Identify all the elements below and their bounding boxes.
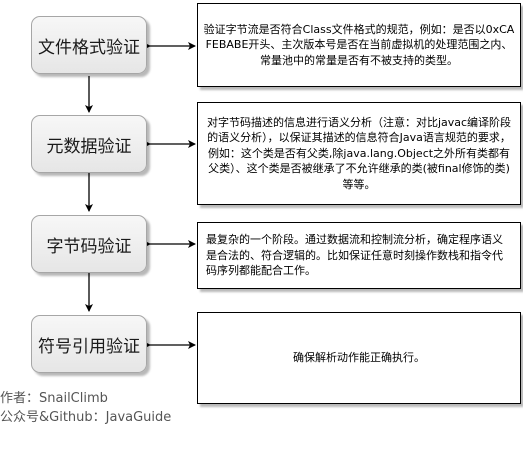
stage-box-bytecode: 字节码验证 (31, 215, 147, 273)
description-box-symbolic-reference: 确保解析动作能正确执行。 (197, 312, 521, 404)
description-box-metadata: 对字节码描述的信息进行语义分析（注意：对比javac编译阶段的语义分析），以保证… (197, 102, 521, 205)
stage-label: 文件格式验证 (38, 37, 140, 58)
stage-box-file-format: 文件格式验证 (31, 16, 147, 74)
description-text: 验证字节流是否符合Class文件格式的规范，例如：是否以0xCAFEBABE开头… (203, 22, 515, 67)
stage-box-symbolic-reference: 符号引用验证 (31, 315, 147, 373)
description-text: 最复杂的一个阶段。通过数据流和控制流分析，确定程序语义是合法的、符合逻辑的。比如… (206, 233, 503, 278)
description-text: 对字节码描述的信息进行语义分析（注意：对比javac编译阶段的语义分析），以保证… (206, 115, 512, 191)
stage-label: 字节码验证 (46, 236, 132, 257)
description-box-bytecode: 最复杂的一个阶段。通过数据流和控制流分析，确定程序语义是合法的、符合逻辑的。比如… (197, 222, 521, 289)
account-credit: 公众号&Github：JavaGuide (0, 410, 172, 425)
description-box-file-format: 验证字节流是否符合Class文件格式的规范，例如：是否以0xCAFEBABE开头… (197, 3, 521, 87)
stage-label: 符号引用验证 (38, 336, 140, 357)
author-credit: 作者：SnailClimb (0, 391, 108, 406)
stage-label: 元数据验证 (46, 136, 132, 157)
stage-box-metadata: 元数据验证 (31, 115, 147, 173)
description-text: 确保解析动作能正确执行。 (293, 351, 425, 365)
